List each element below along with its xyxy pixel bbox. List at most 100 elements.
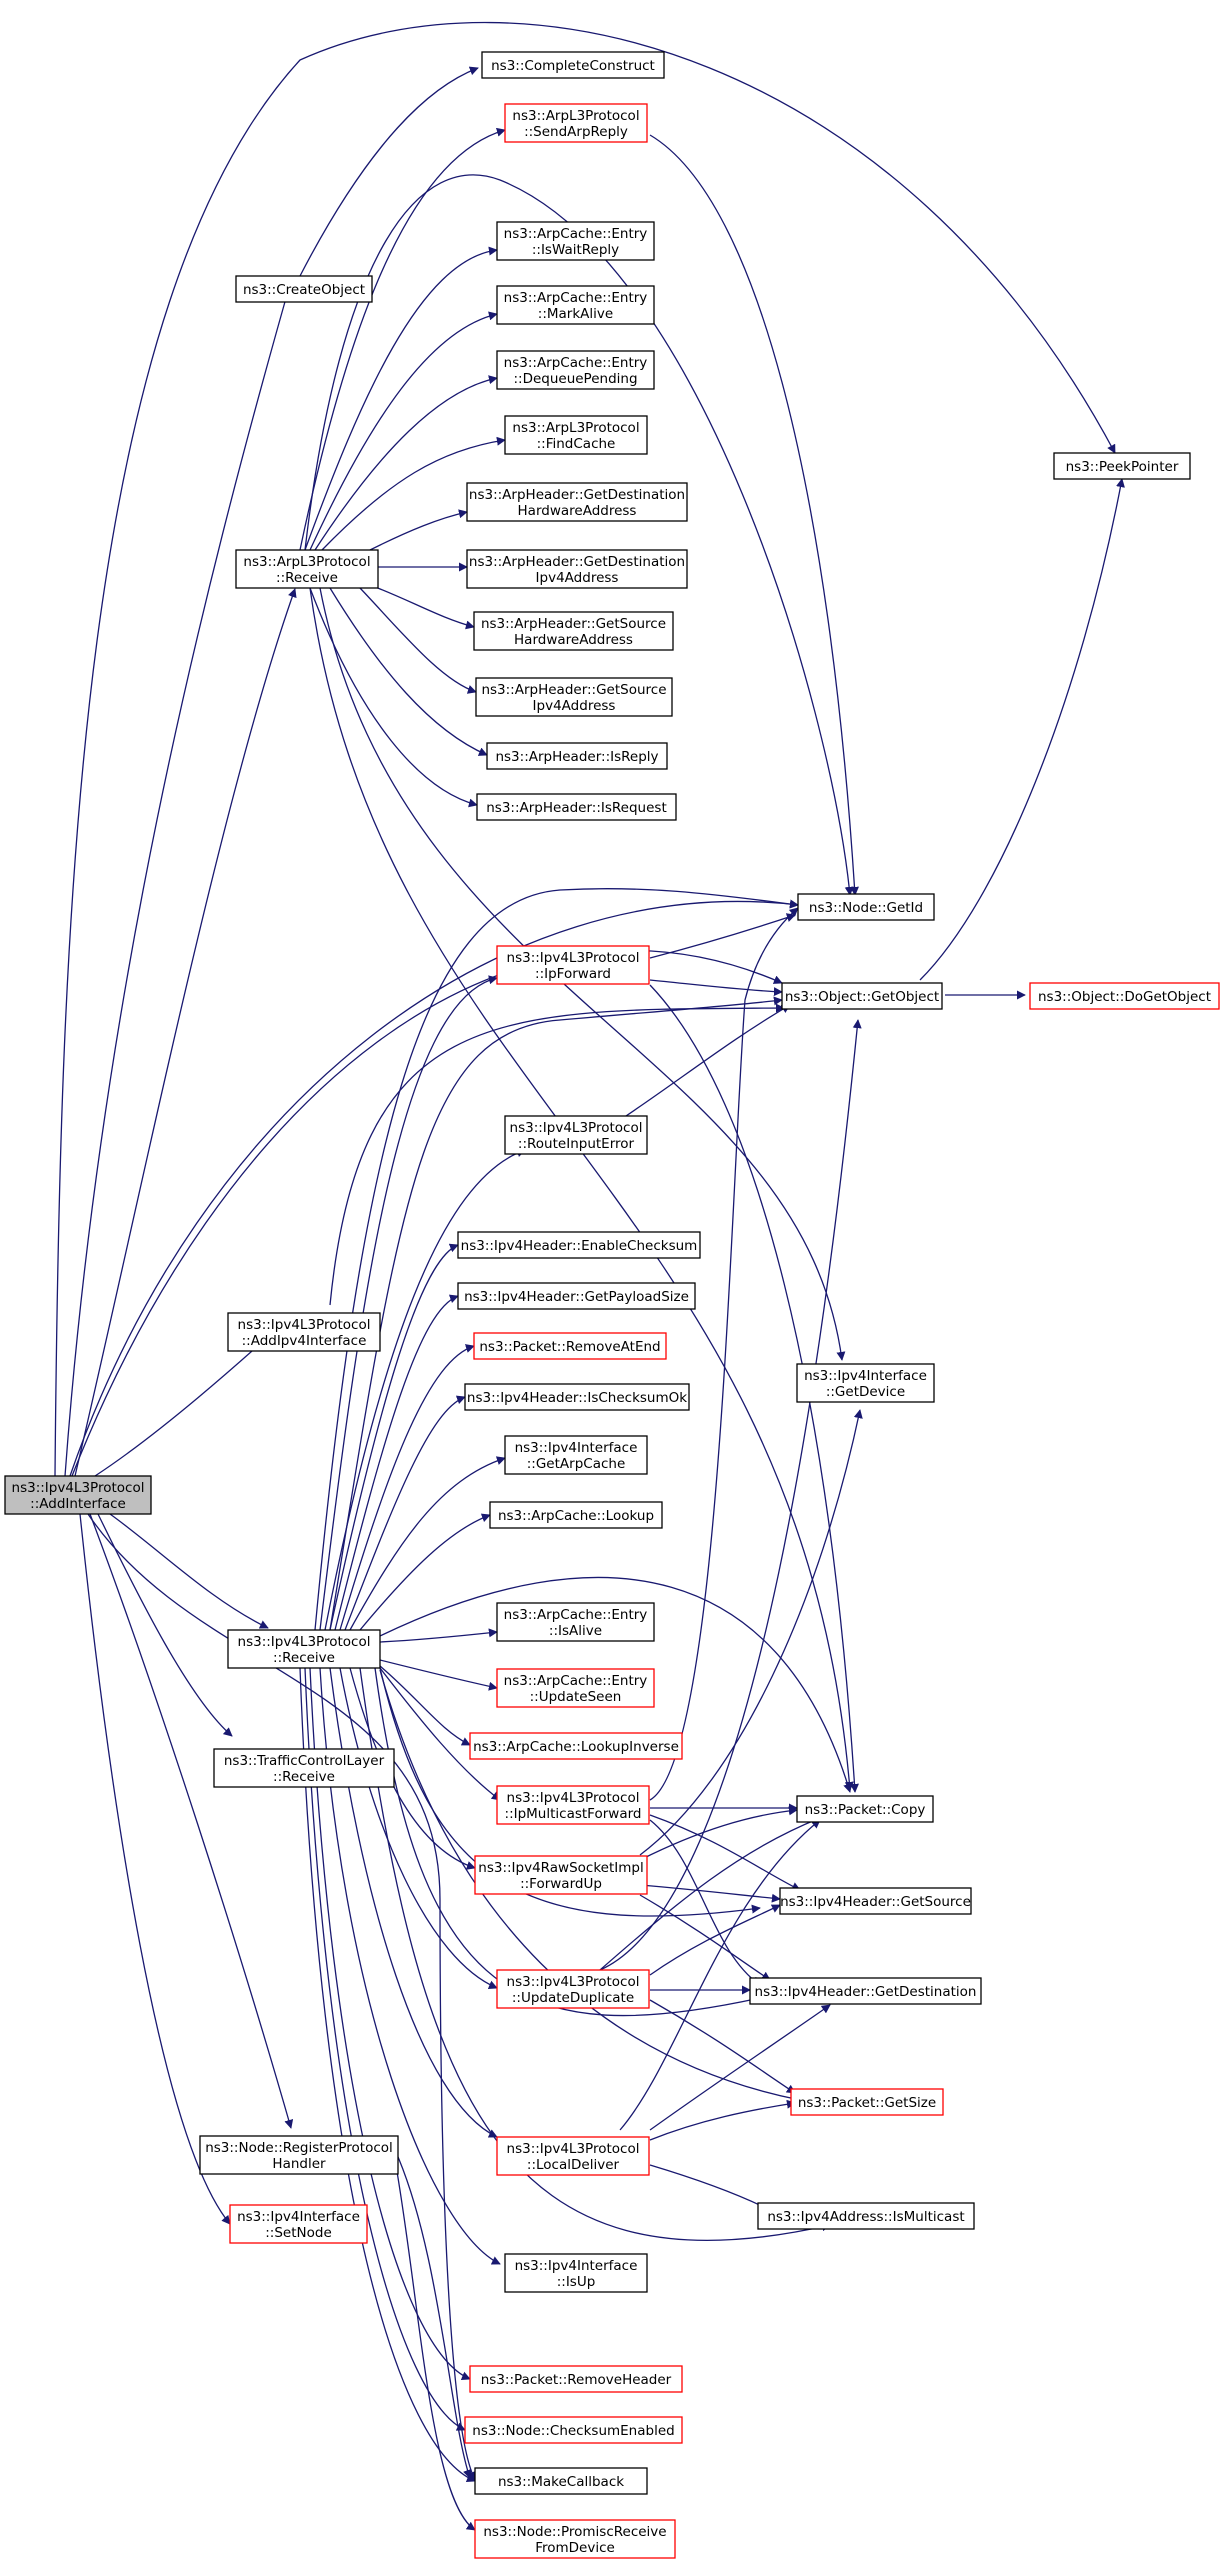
node-label: ns3::Ipv4Interface <box>804 1368 927 1384</box>
node-add-ipv4-interface[interactable]: ns3::Ipv4L3Protocol::AddIpv4Interface <box>227 1312 381 1352</box>
node-label: ns3::Ipv4L3Protocol <box>507 1790 640 1806</box>
node-entry-update-seen[interactable]: ns3::ArpCache::Entry::UpdateSeen <box>496 1668 655 1708</box>
node-label: ns3::Packet::GetSize <box>798 2095 936 2111</box>
node-box <box>504 1115 648 1155</box>
node-label: ns3::ArpCache::Entry <box>504 1607 648 1623</box>
node-local-deliver[interactable]: ns3::Ipv4L3Protocol::LocalDeliver <box>496 2136 650 2176</box>
edge-forward-up-ipv4h-source <box>639 1884 781 1903</box>
node-dequeue-pending[interactable]: ns3::ArpCache::Entry::DequeuePending <box>496 350 655 390</box>
edge-receive-update-seen <box>379 1659 498 1691</box>
node-ipv4addr-is-multicast[interactable]: ns3::Ipv4Address::IsMulticast <box>757 2202 975 2230</box>
node-send-arp-reply[interactable]: ns3::ArpL3Protocol::SendArpReply <box>504 103 648 143</box>
edge-root-register-handler <box>89 1513 294 2129</box>
edge-arp-receive-node-getid <box>304 174 854 896</box>
edge-root-make-callback <box>87 1513 476 2481</box>
node-node-getid[interactable]: ns3::Node::GetId <box>797 893 935 921</box>
node-box <box>496 285 655 325</box>
node-label: ::IsWaitReply <box>532 242 619 258</box>
node-ipv4h-get-source[interactable]: ns3::Ipv4Header::GetSource <box>779 1887 972 1915</box>
edge-multicast-ipv4h-dest <box>649 1819 761 1986</box>
node-label: ::RouteInputError <box>518 1136 635 1152</box>
node-update-duplicate[interactable]: ns3::Ipv4L3Protocol::UpdateDuplicate <box>496 1969 650 2009</box>
node-arp-receive[interactable]: ns3::ArpL3Protocol::Receive <box>235 549 379 589</box>
node-label: ns3::CompleteConstruct <box>491 58 655 74</box>
edge-forward-up-ipv4h-dest <box>639 1894 771 1981</box>
node-label: ns3::Object::DoGetObject <box>1038 989 1211 1005</box>
node-remove-header[interactable]: ns3::Packet::RemoveHeader <box>469 2365 683 2393</box>
node-arp-is-reply[interactable]: ns3::ArpHeader::IsReply <box>486 742 668 770</box>
node-box <box>473 1332 667 1360</box>
node-entry-is-alive[interactable]: ns3::ArpCache::Entry::IsAlive <box>496 1602 655 1642</box>
node-label: HardwareAddress <box>518 503 637 519</box>
node-box <box>469 2365 683 2393</box>
node-label: ns3::Ipv4L3Protocol <box>12 1480 145 1496</box>
edge-multicast-node-getid <box>649 907 799 1801</box>
node-is-checksum-ok[interactable]: ns3::Ipv4Header::IsChecksumOk <box>464 1383 690 1411</box>
node-ipv4-receive[interactable]: ns3::Ipv4L3Protocol::Receive <box>227 1629 381 1669</box>
node-ip-multicast-forward[interactable]: ns3::Ipv4L3Protocol::IpMulticastForward <box>496 1785 650 1825</box>
node-ipv4if-is-up[interactable]: ns3::Ipv4Interface::IsUp <box>504 2253 648 2293</box>
node-box <box>235 275 373 303</box>
node-arp-get-dest-ipv4[interactable]: ns3::ArpHeader::GetDestinationIpv4Addres… <box>466 549 688 589</box>
node-remove-at-end[interactable]: ns3::Packet::RemoveAtEnd <box>473 1332 667 1360</box>
node-packet-get-size[interactable]: ns3::Packet::GetSize <box>790 2088 944 2116</box>
edge-arp-receive-is-reply <box>329 587 488 756</box>
node-box <box>797 893 935 921</box>
node-make-callback[interactable]: ns3::MakeCallback <box>474 2467 648 2495</box>
edge-root-add-ipv4-interface <box>94 1334 271 1477</box>
node-label: ns3::Ipv4Interface <box>515 1440 638 1456</box>
edge-getobject-peek-pointer <box>919 478 1125 981</box>
node-tcl-receive[interactable]: ns3::TrafficControlLayer::Receive <box>213 1748 395 1788</box>
node-object-dogetobject[interactable]: ns3::Object::DoGetObject <box>1029 982 1220 1010</box>
edge-receive-make-callback <box>299 1667 476 2483</box>
node-box <box>489 1501 663 1529</box>
edge-receive-ip-forward <box>319 975 498 1631</box>
edge-forward-up-packet-copy <box>639 1806 798 1861</box>
node-node-checksum-enabled[interactable]: ns3::Node::ChecksumEnabled <box>464 2416 683 2444</box>
node-label: ns3::ArpCache::Entry <box>504 1673 648 1689</box>
node-ipv4if-get-device[interactable]: ns3::Ipv4Interface::GetDevice <box>796 1363 935 1403</box>
node-ipv4h-get-dest[interactable]: ns3::Ipv4Header::GetDestination <box>749 1977 982 2005</box>
node-ipv4if-set-node[interactable]: ns3::Ipv4Interface::SetNode <box>229 2204 368 2244</box>
node-enable-checksum[interactable]: ns3::Ipv4Header::EnableChecksum <box>457 1231 701 1259</box>
node-raw-forward-up[interactable]: ns3::Ipv4RawSocketImpl::ForwardUp <box>474 1855 648 1895</box>
node-box <box>504 415 648 455</box>
edge-multicast-ipv4h-source <box>649 1814 801 1891</box>
node-object-getobject[interactable]: ns3::Object::GetObject <box>781 982 943 1010</box>
node-get-payload-size[interactable]: ns3::Ipv4Header::GetPayloadSize <box>457 1282 696 1310</box>
node-lookup-inverse[interactable]: ns3::ArpCache::LookupInverse <box>469 1732 683 1760</box>
node-create-object[interactable]: ns3::CreateObject <box>235 275 373 303</box>
edge-root-create-object <box>64 276 295 1477</box>
edge-arp-receive-src-hw <box>369 584 475 630</box>
node-label: ns3::Ipv4L3Protocol <box>507 2141 640 2157</box>
node-box <box>457 1282 696 1310</box>
node-label: ::AddIpv4Interface <box>242 1333 367 1349</box>
node-packet-copy[interactable]: ns3::Packet::Copy <box>796 1795 934 1823</box>
node-route-input-error[interactable]: ns3::Ipv4L3Protocol::RouteInputError <box>504 1115 648 1155</box>
node-mark-alive[interactable]: ns3::ArpCache::Entry::MarkAlive <box>496 285 655 325</box>
node-label: ns3::Object::GetObject <box>785 989 939 1005</box>
node-get-arp-cache[interactable]: ns3::Ipv4Interface::GetArpCache <box>504 1435 648 1475</box>
edge-receive-entry-is-alive <box>379 1628 498 1643</box>
node-is-wait-reply[interactable]: ns3::ArpCache::Entry::IsWaitReply <box>496 221 655 261</box>
node-find-cache[interactable]: ns3::ArpL3Protocol::FindCache <box>504 415 648 455</box>
node-arp-is-request[interactable]: ns3::ArpHeader::IsRequest <box>476 793 677 821</box>
node-arp-get-dest-hw[interactable]: ns3::ArpHeader::GetDestinationHardwareAd… <box>466 482 688 522</box>
node-label: ::IpForward <box>535 966 611 982</box>
node-box <box>504 103 648 143</box>
node-complete-construct[interactable]: ns3::CompleteConstruct <box>481 51 665 79</box>
node-root[interactable]: ns3::Ipv4L3Protocol::AddInterface <box>4 1475 152 1515</box>
node-label: Ipv4Address <box>533 698 616 714</box>
edge-receive-is-up <box>319 1667 501 2265</box>
node-label: ::UpdateSeen <box>530 1689 622 1705</box>
node-peek-pointer[interactable]: ns3::PeekPointer <box>1053 452 1191 480</box>
node-arpcache-lookup[interactable]: ns3::ArpCache::Lookup <box>489 1501 663 1529</box>
node-ip-forward[interactable]: ns3::Ipv4L3Protocol::IpForward <box>496 945 650 985</box>
edge-receive-multicast-forward <box>379 1667 501 1801</box>
node-label: ns3::ArpCache::Entry <box>504 226 648 242</box>
edge-root-peek-pointer <box>54 21 1116 1477</box>
